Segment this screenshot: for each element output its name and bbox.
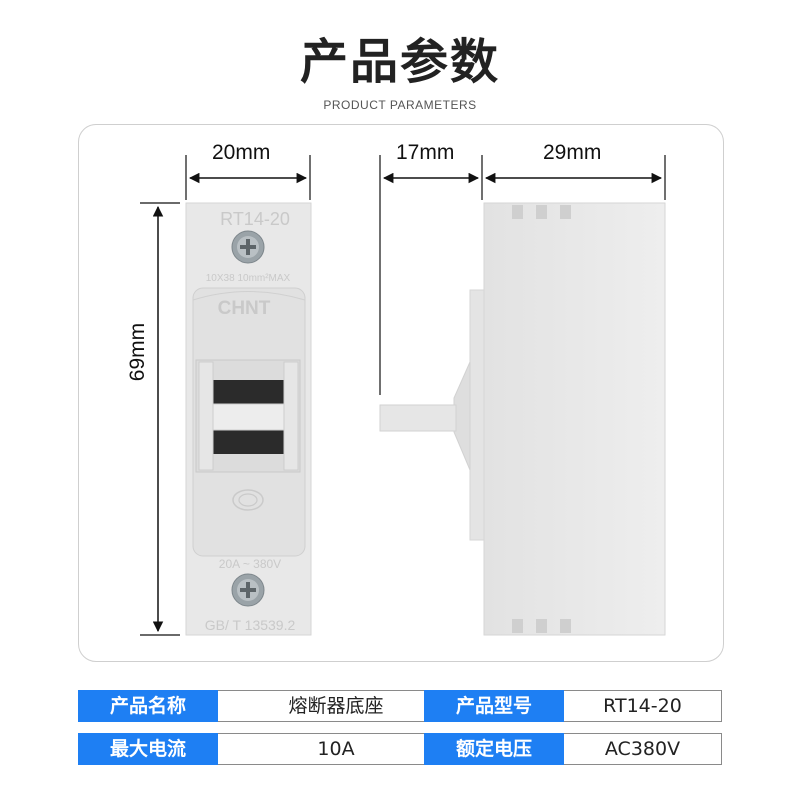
marking-brand: CHNT bbox=[218, 298, 271, 319]
spec-value-product-model: RT14-20 bbox=[564, 690, 722, 722]
page-title: 产品参数 bbox=[299, 34, 500, 90]
side-view-device bbox=[379, 202, 666, 636]
front-view-device bbox=[185, 202, 312, 636]
spec-row-max-current: 最大电流 10A bbox=[78, 733, 455, 765]
marking-standard: GB/ T 13539.2 bbox=[205, 617, 296, 633]
spec-value-max-current: 10A bbox=[218, 733, 455, 765]
page-subtitle: PRODUCT PARAMETERS bbox=[323, 98, 477, 112]
marking-rating: 20A ~ 380V bbox=[219, 557, 281, 571]
spec-value-rated-voltage: AC380V bbox=[564, 733, 722, 765]
spec-label-rated-voltage: 额定电压 bbox=[424, 733, 564, 765]
depth-dimension-lines bbox=[379, 155, 666, 395]
spec-label-product-model: 产品型号 bbox=[424, 690, 564, 722]
spec-value-product-name: 熔断器底座 bbox=[218, 690, 455, 722]
spec-row-product-name: 产品名称 熔断器底座 bbox=[78, 690, 455, 722]
marking-fuse-size: 10X38 10mm²MAX bbox=[206, 273, 291, 284]
spec-row-product-model: 产品型号 RT14-20 bbox=[424, 690, 722, 722]
width-dimension-label: 20mm bbox=[212, 141, 271, 164]
body-depth-dimension-label: 29mm bbox=[543, 141, 602, 164]
height-dimension-line bbox=[140, 202, 180, 636]
spec-label-max-current: 最大电流 bbox=[78, 733, 218, 765]
spec-label-product-name: 产品名称 bbox=[78, 690, 218, 722]
handle-depth-dimension-label: 17mm bbox=[396, 141, 455, 164]
marking-model: RT14-20 bbox=[220, 209, 290, 229]
spec-row-rated-voltage: 额定电压 AC380V bbox=[424, 733, 722, 765]
width-dimension-line bbox=[185, 155, 311, 200]
